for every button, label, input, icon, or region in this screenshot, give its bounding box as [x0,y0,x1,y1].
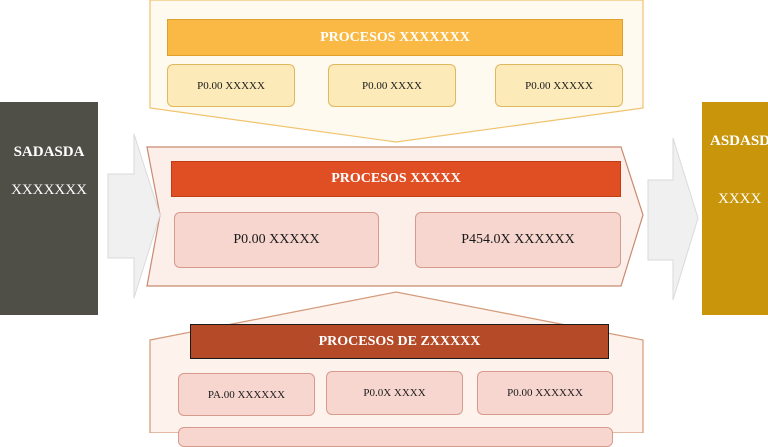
middle-item-1: P0.00 XXXXX [174,212,379,268]
right-arrow-shape [647,137,699,301]
bottom-group-header: PROCESOS DE ZXXXXX [190,324,609,359]
left-arrow-shape [107,133,161,299]
left-panel-title: SADASDA [13,144,85,160]
top-item-2: P0.00 XXXX [328,64,456,107]
right-panel-subtitle: XXXX [718,191,762,207]
middle-item-2: P454.0X XXXXXX [415,212,621,268]
bottom-item-partial [178,427,613,447]
middle-group-header: PROCESOS XXXXX [171,161,621,197]
left-panel-subtitle: XXXXXXX [11,182,87,198]
bottom-item-3: P0.00 XXXXXX [477,371,613,415]
top-item-1: P0.00 XXXXX [167,64,295,107]
right-panel-title: ASDASD [710,133,768,149]
left-panel: SADASDA XXXXXXX [0,102,98,315]
bottom-item-2: P0.0X XXXX [326,371,463,415]
right-panel: ASDASD XXXX [702,102,768,315]
bottom-item-1: PA.00 XXXXXX [178,373,315,416]
top-group-header: PROCESOS XXXXXXX [167,19,623,56]
top-item-3: P0.00 XXXXX [495,64,623,107]
